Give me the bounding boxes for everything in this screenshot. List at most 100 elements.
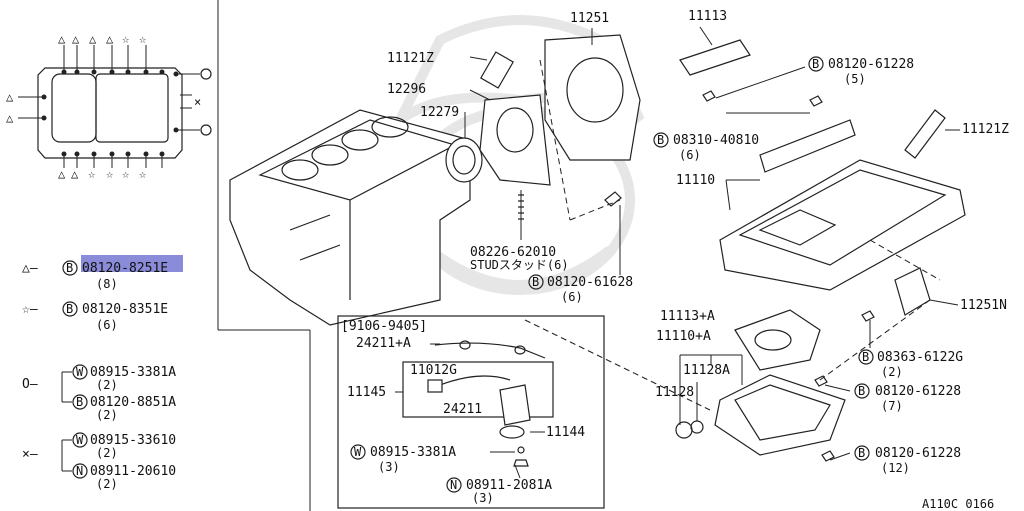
circle-symbol: O— (22, 377, 38, 392)
svg-text:B: B (812, 57, 819, 71)
legend-group-circle[interactable]: O— W 08915-3381A (2) B 08120-8851A (2) (22, 364, 176, 422)
oil-seal-12279 (445, 137, 483, 183)
svg-text:(2): (2) (881, 365, 903, 379)
svg-text:(2): (2) (96, 446, 118, 460)
cross-symbol: ×— (22, 447, 38, 462)
grommet-11012g (427, 379, 443, 393)
drain-plug-11128 (675, 421, 693, 439)
bolt-icon (604, 191, 622, 207)
callout-11121z-right[interactable]: 11121Z (962, 122, 1009, 137)
svg-text:☆: ☆ (122, 167, 129, 181)
triangle-symbol: △— (22, 261, 38, 276)
lower-oil-pan-11110a (675, 309, 846, 462)
callout-08120-61228-c[interactable]: 08120-61228 (875, 446, 961, 461)
callout-11121z[interactable]: 11121Z (387, 51, 434, 66)
baffle-plate (759, 119, 856, 173)
callout-11110[interactable]: 11110 (676, 173, 715, 188)
callout-12279[interactable]: 12279 (420, 105, 459, 120)
inset-frame (337, 315, 605, 509)
callout-08120-61628[interactable]: 08120-61628 (547, 275, 633, 290)
callout-08915-3381a[interactable]: 08915-3381A (370, 445, 456, 460)
svg-text:(2): (2) (96, 408, 118, 422)
bolt-icon (702, 90, 716, 102)
legend-group-cross[interactable]: ×— W 08915-33610 (2) N 08911-20610 (2) (22, 432, 176, 491)
seal-retainer-12296 (479, 94, 551, 186)
diagram-id: A110C 0166 (922, 497, 994, 511)
svg-text:☆: ☆ (139, 32, 146, 46)
baffle-11113a (734, 309, 821, 371)
sealant-tube-right (904, 109, 946, 159)
svg-text:△: △ (71, 167, 79, 181)
legend-row-triangle[interactable]: △— B 08120-8251E (8) (22, 255, 183, 291)
callout-11128[interactable]: 11128 (655, 385, 694, 400)
callout-08120-61228-b[interactable]: 08120-61228 (875, 384, 961, 399)
svg-text:B: B (66, 302, 73, 316)
svg-text:(3): (3) (472, 491, 494, 505)
svg-text:(3): (3) (378, 460, 400, 474)
svg-text:△: △ (58, 167, 66, 181)
sub-group-frame (402, 361, 554, 418)
callout-11145[interactable]: 11145 (347, 385, 386, 400)
svg-text:(6): (6) (679, 148, 701, 162)
pipe-24211a (434, 342, 546, 359)
bolt-layout-diagram: △△△ △☆☆ △△☆ ☆☆☆ △△ × (6, 32, 212, 181)
legend-part-08915-3381a[interactable]: 08915-3381A (90, 365, 176, 380)
legend-qty: (8) (96, 277, 118, 291)
callout-24211a[interactable]: 24211+A (356, 336, 411, 351)
callout-11113[interactable]: 11113 (688, 9, 727, 24)
callout-08363-6122g[interactable]: 08363-6122G (877, 350, 963, 365)
svg-text:×: × (194, 95, 201, 109)
svg-text:B: B (66, 261, 73, 275)
legend-qty: (6) (96, 318, 118, 332)
nut-icon (513, 459, 529, 467)
callout-11128a[interactable]: 11128A (683, 363, 730, 378)
svg-text:△: △ (106, 32, 114, 46)
washer-11128a (690, 420, 704, 434)
legend-part-08915-33610[interactable]: 08915-33610 (90, 433, 176, 448)
svg-text:B: B (858, 384, 865, 398)
code-circle-b (62, 260, 78, 276)
callout-11110a[interactable]: 11110+A (656, 329, 711, 344)
highlight-selection (81, 255, 183, 272)
legend-row-star[interactable]: ☆— B 08120-8351E (6) (22, 301, 168, 332)
strainer-inset (337, 315, 605, 509)
bolt-icon (809, 95, 823, 107)
svg-text:N: N (450, 478, 457, 492)
callout-12296[interactable]: 12296 (387, 82, 426, 97)
svg-text:△: △ (89, 32, 97, 46)
sealant-tube-11121z (480, 51, 514, 89)
oil-pan-11110 (679, 39, 966, 322)
callout-08226-62010[interactable]: 08226-62010 (470, 245, 556, 260)
callout-11113a[interactable]: 11113+A (660, 309, 715, 324)
callout-11012g[interactable]: 11012G (410, 363, 457, 378)
svg-text:☆: ☆ (122, 32, 129, 46)
svg-text:B: B (862, 350, 869, 364)
callout-11144[interactable]: 11144 (546, 425, 585, 440)
bolt-icon (821, 450, 835, 462)
legend-part-08120-8251e[interactable]: 08120-8251E (82, 261, 168, 276)
legend-part-08120-8851a[interactable]: 08120-8851A (90, 395, 176, 410)
legend-part-08911-20610[interactable]: 08911-20610 (90, 464, 176, 479)
bolt-icon (861, 310, 875, 322)
callout-08120-61228[interactable]: 08120-61228 (828, 57, 914, 72)
svg-text:B: B (532, 275, 539, 289)
legend-part-08120-8351e[interactable]: 08120-8351E (82, 302, 168, 317)
svg-text:△: △ (58, 32, 66, 46)
legend: △— B 08120-8251E (8) ☆— B 08120-8351E (6… (22, 255, 183, 491)
oil-tube-24211 (439, 375, 511, 386)
callout-08310-40810[interactable]: 08310-40810 (673, 133, 759, 148)
stud-label: STUDスタッド(6) (470, 258, 569, 272)
callout-24211[interactable]: 24211 (443, 402, 482, 417)
svg-text:(5): (5) (844, 72, 866, 86)
callout-11251n[interactable]: 11251N (960, 298, 1007, 313)
strainer-11145 (499, 384, 531, 426)
svg-text:(6): (6) (561, 290, 583, 304)
svg-text:△: △ (72, 32, 80, 46)
leader-lines (395, 26, 960, 479)
svg-text:(2): (2) (96, 378, 118, 392)
svg-text:B: B (657, 133, 664, 147)
callout-11251[interactable]: 11251 (570, 11, 609, 26)
rear-plate-11251 (544, 34, 641, 161)
callout-08911-2081a[interactable]: 08911-2081A (466, 478, 552, 493)
svg-text:B: B (858, 446, 865, 460)
